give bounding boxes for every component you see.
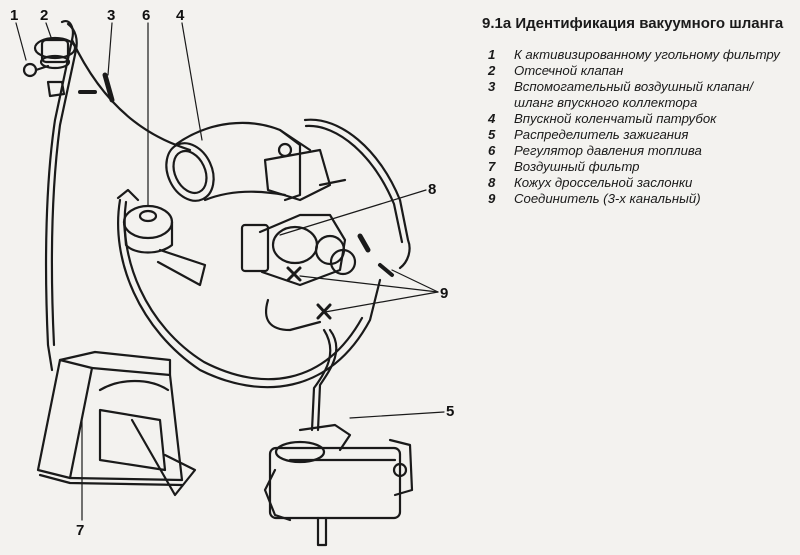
legend-list: 1 К активизированному угольному фильтру … (482, 47, 792, 207)
legend-text: Вспомогательный воздушный клапан/шланг в… (514, 79, 754, 110)
legend-text: Отсечной клапан (514, 63, 624, 78)
figure-caption: 9.1a Идентификация вакуумного шланга 1 К… (482, 14, 792, 207)
legend-number: 2 (488, 63, 496, 78)
callout-1: 1 (10, 7, 18, 24)
hose-right-top-inner (304, 124, 404, 244)
legend-number: 8 (488, 175, 496, 190)
hose-right-top (303, 118, 411, 270)
hose-loop-lower-inner (123, 200, 364, 381)
callout-8: 8 (428, 181, 436, 198)
callout-2: 2 (40, 7, 48, 24)
legend-item: 4 Впускной коленчатый патрубок (482, 111, 792, 127)
legend-text: Воздушный фильтр (514, 159, 640, 174)
legend-item: 2 Отсечной клапан (482, 63, 792, 79)
air-filter (36, 350, 197, 497)
callout-5: 5 (446, 403, 454, 420)
legend-text: Кожух дроссельной заслонки (514, 175, 693, 190)
callout-6: 6 (142, 7, 150, 24)
legend-number: 3 (488, 79, 496, 94)
hose-small-3 (102, 72, 115, 103)
hose-down-distributor-inner (310, 328, 332, 432)
three-way-connectors (286, 233, 394, 320)
legend-text: Соединитель (3-х канальный) (514, 191, 701, 206)
legend-item: 1 К активизированному угольному фильтру (482, 47, 792, 63)
throttle-housing (240, 142, 357, 287)
legend-number: 9 (488, 191, 496, 206)
callout-7: 7 (76, 522, 84, 539)
legend-item: 6 Регулятор давления топлива (482, 143, 792, 159)
caption-title: 9.1a Идентификация вакуумного шланга (482, 15, 784, 32)
callout-3: 3 (107, 7, 115, 24)
callout-4: 4 (176, 7, 185, 24)
legend-item: 9 Соединитель (3-х канальный) (482, 191, 792, 207)
legend-text: К активизированному угольному фильтру (514, 47, 780, 62)
legend-text: Регулятор давления топлива (514, 143, 702, 158)
fuel-pressure-regulator (116, 188, 207, 287)
legend-number: 7 (488, 159, 496, 174)
legend-text: Распределитель зажигания (514, 127, 689, 142)
legend-number: 4 (488, 111, 496, 126)
hose-to-intake (70, 38, 192, 152)
hose-main-left-inner (50, 22, 78, 347)
legend-item: 7 Воздушный фильтр (482, 159, 792, 175)
leader-lines (15, 22, 445, 521)
legend-item: 5 Распределитель зажигания (482, 127, 792, 143)
hose-main-left (44, 20, 74, 372)
vacuum-hose-diagram: 1 2 3 6 4 8 9 5 7 (10, 7, 454, 547)
legend-item: 8 Кожух дроссельной заслонки (482, 175, 792, 191)
hose-loop-lower (117, 198, 382, 389)
ignition-distributor (263, 423, 414, 547)
legend-number: 1 (488, 47, 496, 62)
cut-off-valve (22, 36, 97, 98)
legend-number: 5 (488, 127, 496, 142)
vacuum-hoses (44, 20, 411, 432)
legend-number: 6 (488, 143, 496, 158)
legend-text: Впускной коленчатый патрубок (514, 111, 717, 126)
hose-down-distributor (316, 328, 338, 432)
hose-to-connector (264, 298, 322, 332)
legend-item: 3 Вспомогательный воздушный клапан/шланг… (482, 79, 792, 111)
callout-9: 9 (440, 285, 448, 302)
